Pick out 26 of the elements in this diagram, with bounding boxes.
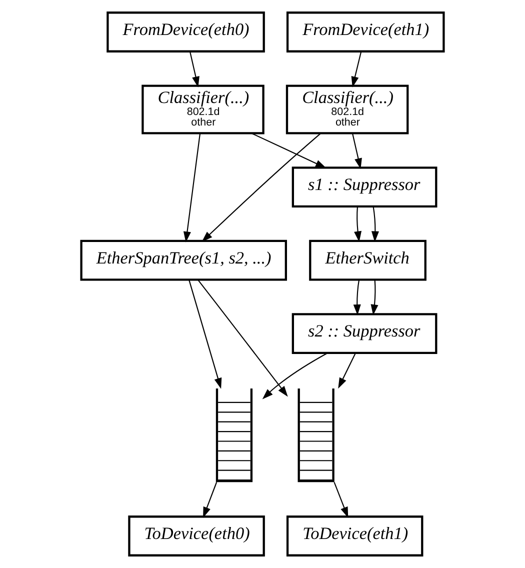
node-box: ToDevice(eth0) [128, 516, 265, 556]
arrow [338, 353, 356, 389]
arrow [190, 52, 200, 88]
arrow [202, 133, 321, 242]
arrow [371, 206, 379, 242]
arrow [262, 352, 328, 400]
arrow [351, 52, 362, 88]
arrow [354, 206, 362, 242]
arrow [198, 280, 288, 397]
node-box: EtherSpanTree(s1, s2, ...) [80, 240, 287, 281]
arrow [370, 280, 378, 316]
arrow [183, 133, 201, 242]
arrow [352, 133, 362, 170]
node-box: FromDevice(eth1) [286, 12, 445, 52]
arrow [353, 280, 361, 316]
node-box: Classifier(...) 802.1d other [142, 84, 264, 134]
node-box: Classifier(...) 802.1d other [286, 84, 409, 134]
node-box: s1 :: Suppressor [292, 166, 438, 208]
arrow [203, 482, 218, 518]
arrow [188, 280, 222, 389]
arrow [251, 132, 326, 168]
node-box: s2 :: Suppressor [292, 313, 438, 354]
node-box: FromDevice(eth0) [106, 12, 265, 52]
node-box: EtherSwitch [309, 240, 426, 281]
arrow [334, 482, 348, 518]
node-box: ToDevice(eth1) [286, 516, 424, 556]
